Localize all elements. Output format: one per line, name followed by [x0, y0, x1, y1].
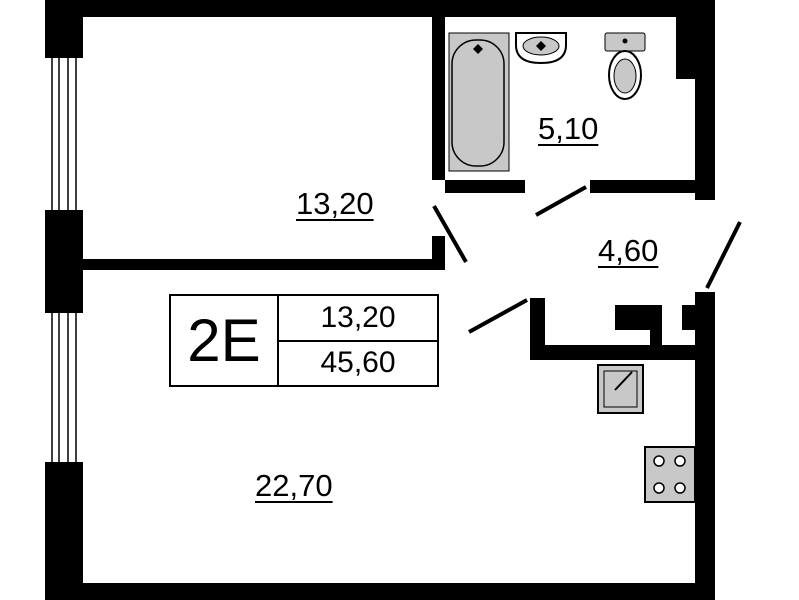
total-area: 45,60: [320, 346, 396, 380]
kitchen-sink: [597, 364, 644, 414]
bathtub: [448, 32, 510, 172]
stove: [644, 446, 696, 503]
windows: [51, 58, 77, 462]
apartment-code: 2E: [171, 296, 279, 385]
toilet: [604, 32, 646, 100]
room-area-hallway: 4,60: [598, 233, 659, 268]
room-area-bathroom: 5,10: [538, 111, 599, 146]
room-area-kitchen-living: 22,70: [255, 468, 333, 503]
apartment-info-table: 2E 13,20 45,60: [169, 294, 439, 387]
room-area-bedroom: 13,20: [296, 186, 374, 221]
sink: [515, 32, 567, 65]
living-area: 13,20: [279, 296, 437, 342]
doors: [432, 185, 742, 334]
walls: [45, 0, 715, 600]
